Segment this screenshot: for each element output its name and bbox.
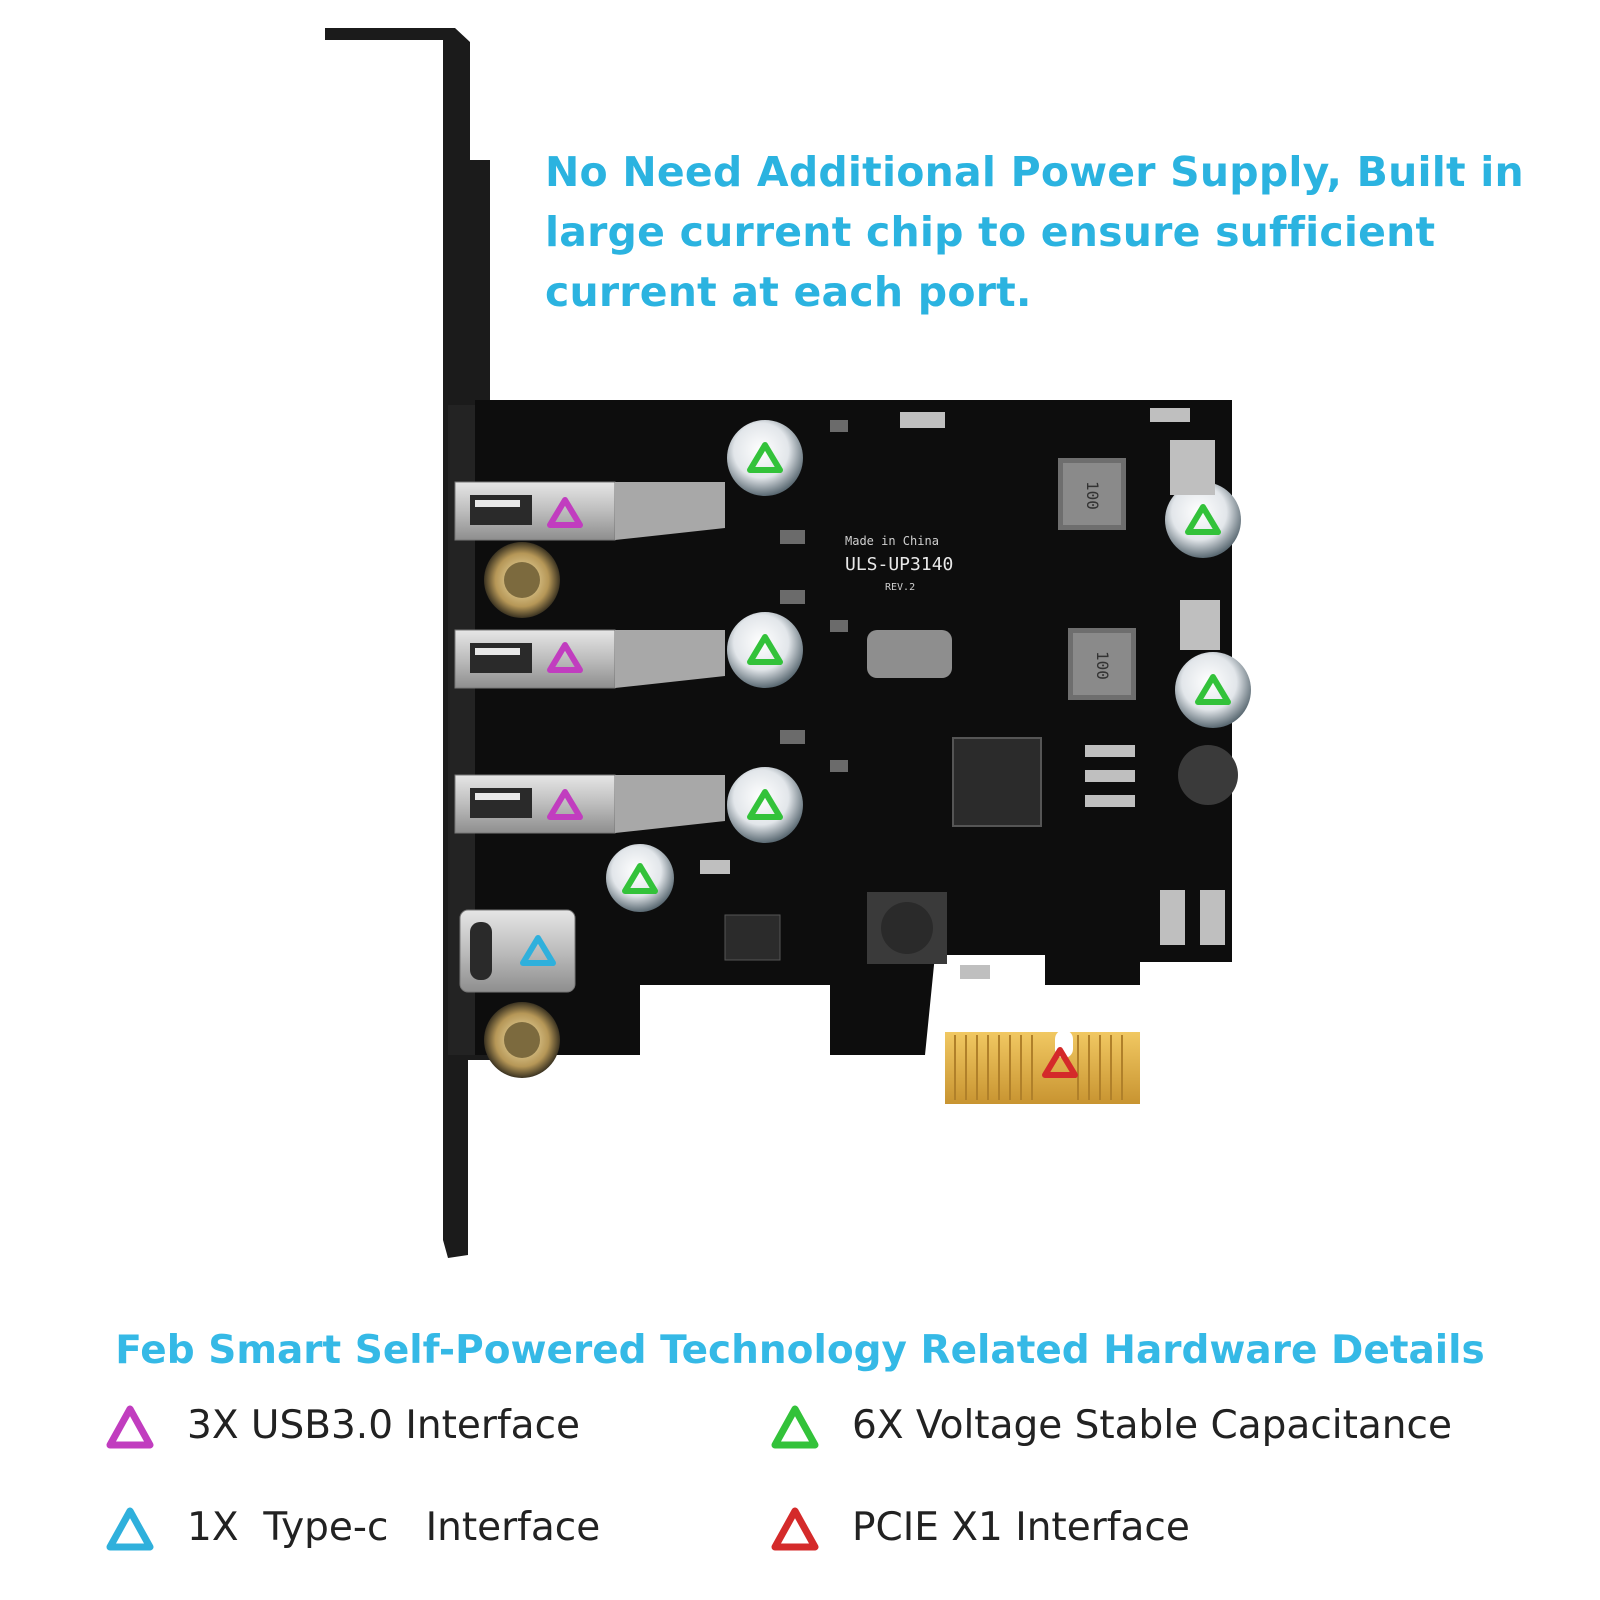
usb-marker-1 bbox=[547, 497, 583, 528]
blue-triangle-icon bbox=[106, 1507, 154, 1551]
type-c-port bbox=[459, 909, 576, 993]
legend-label: 6X Voltage Stable Capacitance bbox=[852, 1403, 1452, 1448]
cap-marker-5 bbox=[1185, 504, 1221, 535]
usb-port-1 bbox=[454, 481, 725, 541]
green-triangle-icon bbox=[771, 1405, 819, 1449]
cap-marker-6 bbox=[1195, 674, 1231, 705]
cap-marker-4 bbox=[622, 863, 658, 894]
silkscreen-model: ULS-UP3140 bbox=[845, 554, 953, 575]
usb-marker-3 bbox=[547, 789, 583, 820]
silkscreen-origin: Made in China bbox=[845, 534, 939, 548]
section-subheading: Feb Smart Self-Powered Technology Relate… bbox=[115, 1328, 1485, 1373]
magenta-triangle-icon bbox=[106, 1405, 154, 1449]
silkscreen-rev: REV.2 bbox=[885, 582, 915, 593]
legend-label: 1X Type-c Interface bbox=[187, 1505, 601, 1550]
legend-item-pcie: PCIE X1 Interface bbox=[770, 1505, 1570, 1555]
legend-label: PCIE X1 Interface bbox=[852, 1505, 1190, 1550]
cap-marker-1 bbox=[747, 442, 783, 473]
usb-port-3 bbox=[454, 774, 725, 834]
headline-text: No Need Additional Power Supply, Built i… bbox=[545, 148, 1524, 316]
inductors bbox=[867, 458, 1238, 964]
pcie-marker bbox=[1042, 1047, 1078, 1078]
legend-item-usb: 3X USB3.0 Interface bbox=[105, 1403, 705, 1453]
cap-marker-3 bbox=[747, 789, 783, 820]
capacitors bbox=[606, 420, 1251, 912]
legend-item-type-c: 1X Type-c Interface bbox=[105, 1505, 705, 1555]
inductor-label-2: 100 bbox=[1093, 651, 1112, 680]
legend-label: 3X USB3.0 Interface bbox=[187, 1403, 581, 1448]
inductor-label-1: 100 bbox=[1083, 481, 1102, 510]
cap-marker-2 bbox=[747, 634, 783, 665]
usb-marker-2 bbox=[547, 642, 583, 673]
main-chip bbox=[952, 737, 1042, 827]
red-triangle-icon bbox=[771, 1507, 819, 1551]
gold-fingers bbox=[945, 1030, 1140, 1104]
legend-item-capacitance: 6X Voltage Stable Capacitance bbox=[770, 1403, 1570, 1453]
usb-port-2 bbox=[454, 629, 725, 689]
pcie-usb-card-photo: Made in China ULS-UP3140 REV.2 100 100 bbox=[325, 28, 1251, 1258]
type-c-marker bbox=[520, 935, 556, 966]
